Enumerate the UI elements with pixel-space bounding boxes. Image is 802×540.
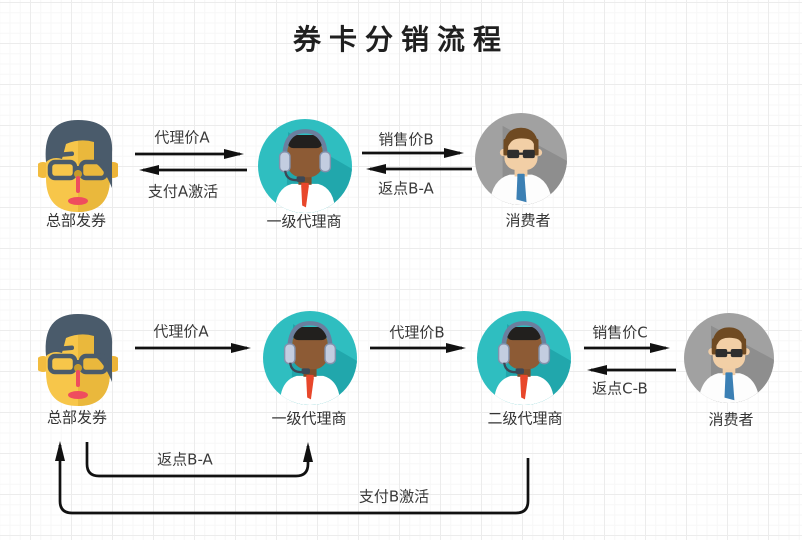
edge-label-agent-price-a: 代理价A (153, 322, 209, 341)
flow2-pay-b-activate-bracket-arrow (55, 441, 530, 515)
node-label-level1-agent: 一级代理商 (266, 212, 342, 231)
edge-label-rebate-c-b: 返点C-B (592, 379, 648, 398)
edge-label-agent-price-b: 代理价B (389, 323, 445, 342)
node-label-hq: 总部发券 (45, 211, 107, 230)
edge-label-sale-price-c: 销售价C (592, 323, 648, 342)
edge-label-rebate-b-a: 返点B-A (378, 179, 434, 198)
node-label-hq: 总部发券 (46, 408, 108, 427)
edge-label-rebate-b-a: 返点B-A (157, 450, 213, 469)
node-label-level1-agent: 一级代理商 (271, 409, 347, 428)
level2-agent-headset-icon (477, 311, 571, 405)
node-label-level2-agent: 二级代理商 (487, 409, 563, 428)
hq-person-icon (38, 306, 118, 406)
edge-label-pay-b-activate: 支付B激活 (358, 487, 430, 506)
node-label-consumer: 消费者 (708, 410, 754, 429)
node-label-consumer: 消费者 (505, 211, 551, 230)
page-title: 券卡分销流程 (292, 23, 509, 56)
level1-agent-headset-icon (263, 311, 357, 405)
hq-person-icon (38, 112, 118, 212)
edge-label-pay-a-activate: 支付A激活 (147, 182, 219, 201)
consumer-person-icon (684, 313, 774, 403)
edge-label-sale-price-b: 销售价B (378, 130, 434, 149)
level1-agent-headset-icon (258, 119, 352, 213)
flow2-rebate-b-a-bracket-arrow (85, 442, 313, 478)
consumer-person-icon (475, 113, 567, 205)
edge-label-agent-price-a: 代理价A (154, 128, 210, 147)
